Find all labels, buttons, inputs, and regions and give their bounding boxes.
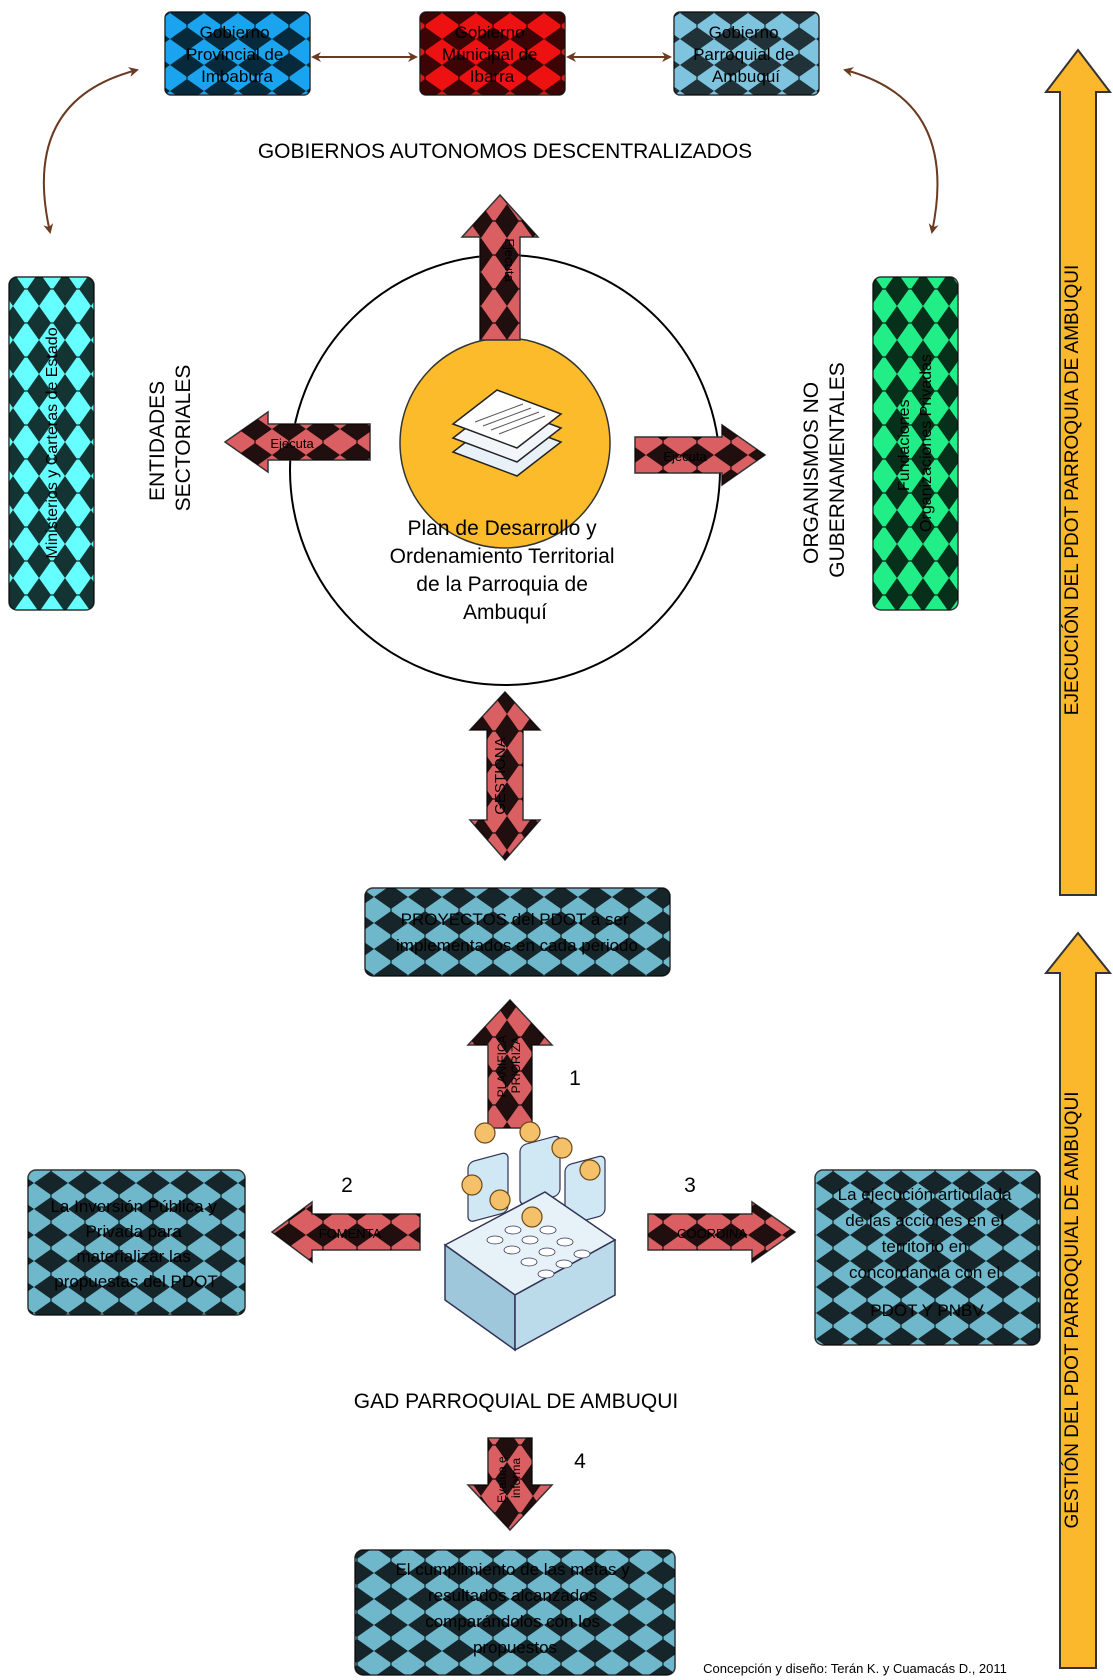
provincial-line-1: Gobierno bbox=[200, 23, 270, 42]
side-arrow-ejecucion: EJECUCIÓN DEL PDOT PARROQUIA DE AMBUQUI bbox=[1046, 50, 1110, 895]
provincial-line-2: Provincial de bbox=[186, 45, 283, 64]
box-proyectos: PROYECTOS del PDOT a ser implementados e… bbox=[365, 888, 670, 976]
credit-text: Concepción y diseño: Terán K. y Cuamacás… bbox=[703, 1661, 1007, 1676]
fundaciones-line-1: Fundaciones bbox=[896, 399, 913, 491]
inversion-line-3: materializar las bbox=[76, 1247, 190, 1266]
box-ministerios: Ministerios y Carteras de Estado bbox=[9, 277, 94, 610]
gobiernos-title: GOBIERNOS AUTONOMOS DESCENTRALIZADOS bbox=[258, 140, 752, 163]
box-fundaciones: Fundaciones Organizaciones Privadas bbox=[873, 277, 958, 610]
coordina-label: COORDINA bbox=[677, 1226, 747, 1241]
meeting-table-icon bbox=[445, 1122, 615, 1350]
arrow-fomenta: FOMENTA bbox=[272, 1202, 420, 1262]
svg-text:Gobierno Provincial de: Gobierno Provincial de Imbabura bbox=[186, 23, 288, 86]
fundaciones-line-2: Organizaciones Privadas bbox=[918, 354, 935, 532]
proyectos-line-1: PROYECTOS del PDOT a ser bbox=[401, 910, 629, 929]
parroquial-line-3: Ambuquí bbox=[712, 67, 780, 86]
pdot-line-2: Ordenamiento Territorial bbox=[390, 545, 615, 568]
ejecuta-left-label: Ejecuta bbox=[270, 436, 314, 451]
ministerios-text: Ministerios y Carteras de Estado bbox=[44, 327, 61, 558]
fomenta-label: FOMENTA bbox=[319, 1226, 382, 1241]
ejecuta-right-label: Ejecuta bbox=[663, 449, 707, 464]
ong-title-line-2: GUBERNAMENTALES bbox=[826, 362, 849, 578]
ejecuta-top-label: Ejecuta bbox=[502, 238, 517, 282]
municipal-line-3: Ibarra bbox=[470, 67, 515, 86]
svg-text:PLANIFICA PRIORIZA: PLANIFICA PRIORIZA bbox=[495, 1033, 523, 1098]
ejecucion-box-line-2: de las acciones en el bbox=[845, 1211, 1004, 1230]
planifica-line-2: PRIORIZA bbox=[509, 1037, 523, 1094]
arrow-coordina: COORDINA bbox=[648, 1202, 795, 1262]
box-inversion: La Inversión Pública y Privada para mate… bbox=[28, 1170, 245, 1315]
arrow-planifica: PLANIFICA PRIORIZA bbox=[468, 1000, 552, 1128]
entidades-title-line-2: SECTORIALES bbox=[172, 365, 195, 512]
evalua-line-1: Evalúa e bbox=[495, 1456, 509, 1503]
box-gobierno-provincial: Gobierno Provincial de Imbabura bbox=[165, 12, 310, 95]
cumplimiento-line-2: resultados alcanzados bbox=[428, 1586, 597, 1605]
ejecucion-box-line-4: concordancia con el bbox=[849, 1263, 1000, 1282]
step-number-4: 4 bbox=[574, 1450, 586, 1473]
cumplimiento-line-4: propuestos bbox=[473, 1638, 557, 1657]
side-arrow-gestion: GESTIÓN DEL PDOT PARROQUIAL DE AMBUQUI bbox=[1046, 933, 1110, 1668]
ejecucion-box-line-1: La ejecución articulada bbox=[838, 1185, 1012, 1204]
pdot-line-4: Ambuquí bbox=[463, 601, 547, 624]
planifica-line-1: PLANIFICA bbox=[495, 1035, 509, 1097]
side-gestion-label: GESTIÓN DEL PDOT PARROQUIAL DE AMBUQUI bbox=[1061, 1091, 1083, 1528]
step-number-1: 1 bbox=[569, 1067, 581, 1090]
pdot-line-1: Plan de Desarrollo y bbox=[408, 517, 598, 540]
arrow-evalua: Evalúa e informa bbox=[468, 1438, 552, 1530]
side-ejecucion-label: EJECUCIÓN DEL PDOT PARROQUIA DE AMBUQUI bbox=[1061, 265, 1083, 715]
step-number-2: 2 bbox=[341, 1174, 353, 1197]
inversion-line-4: propuestas del PDOT bbox=[54, 1272, 217, 1291]
connector-gad-ong bbox=[845, 70, 937, 232]
cumplimiento-line-1: El cumplimiento de las metas y bbox=[395, 1560, 630, 1579]
box-gobierno-municipal: Gobierno Municipal de Ibarra bbox=[420, 12, 565, 95]
cumplimiento-line-3: comparándolos con los bbox=[425, 1612, 600, 1631]
box-gobierno-parroquial: Gobierno Parroquial de Ambuquí bbox=[674, 12, 819, 95]
inversion-line-2: Privada para bbox=[85, 1222, 182, 1241]
evalua-line-2: informa bbox=[509, 1458, 523, 1498]
box-ejecucion-articulada: La ejecución articulada de las acciones … bbox=[815, 1170, 1040, 1345]
box-cumplimiento: El cumplimiento de las metas y resultado… bbox=[355, 1550, 675, 1675]
municipal-line-1: Gobierno bbox=[455, 23, 525, 42]
ong-title: ORGANISMOS NO GUBERNAMENTALES bbox=[800, 362, 849, 578]
entidades-title-line-1: ENTIDADES bbox=[146, 381, 169, 501]
gestiona-label: GESTIONA bbox=[492, 737, 509, 815]
ejecucion-box-line-3: territorio en bbox=[882, 1237, 968, 1256]
parroquial-line-2: Parroquial de bbox=[693, 45, 794, 64]
step-number-3: 3 bbox=[684, 1174, 696, 1197]
gad-title: GAD PARROQUIAL DE AMBUQUI bbox=[354, 1390, 678, 1413]
ong-title-line-1: ORGANISMOS NO bbox=[800, 382, 823, 564]
parroquial-line-1: Gobierno bbox=[709, 23, 779, 42]
inversion-line-1: La Inversión Pública y bbox=[50, 1197, 217, 1216]
municipal-line-2: Municipal de bbox=[442, 45, 537, 64]
pdot-line-3: de la Parroquia de bbox=[416, 573, 588, 596]
ejecucion-box-line-5: PDOT Y PNBV bbox=[870, 1301, 984, 1320]
connector-gad-entidades bbox=[44, 70, 137, 232]
arrow-gestiona: GESTIONA bbox=[470, 692, 540, 860]
proyectos-line-2: implementados en cada periodo bbox=[396, 936, 638, 955]
entidades-title: ENTIDADES SECTORIALES bbox=[146, 365, 195, 512]
svg-text:Evalúa e informa: Evalúa e informa bbox=[495, 1453, 523, 1503]
provincial-line-3: Imbabura bbox=[201, 67, 273, 86]
